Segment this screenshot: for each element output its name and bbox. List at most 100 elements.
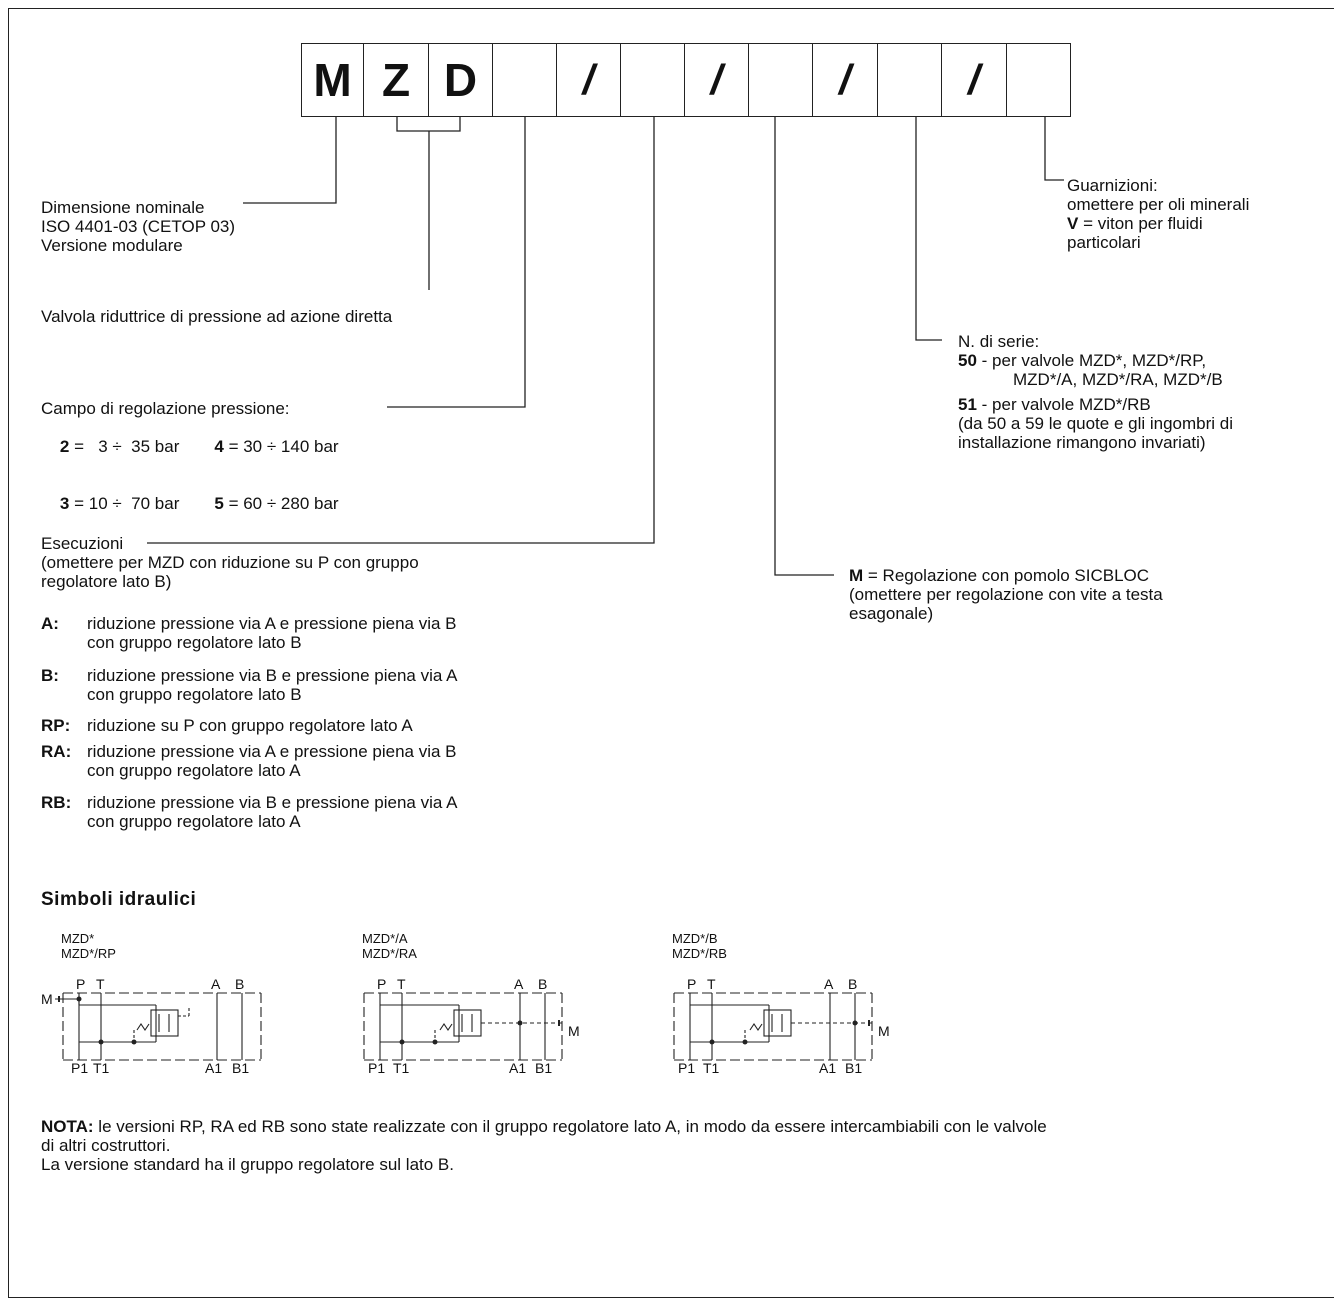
execution-code: RP — [41, 716, 65, 735]
port-label: P1 — [678, 1060, 696, 1076]
note-label: NOTA: — [41, 1117, 94, 1136]
code-box-9: / — [812, 43, 878, 117]
code-box-6 — [620, 43, 685, 117]
port-label: B1 — [845, 1060, 863, 1076]
executions-note2: regolatore lato B) — [41, 572, 172, 591]
code-box-7: / — [684, 43, 749, 117]
execution-desc: con gruppo regolatore lato B — [87, 685, 302, 704]
range-value: = 3 ÷ 35 bar — [69, 437, 180, 456]
port-label: A1 — [205, 1060, 223, 1076]
seals-block: Guarnizioni: omettere per oli minerali V… — [1067, 176, 1249, 252]
valve-schematic — [363, 992, 563, 1061]
port-label: A1 — [509, 1060, 527, 1076]
execution-code: RA — [41, 742, 66, 761]
seals-title: Guarnizioni: — [1067, 176, 1158, 195]
hydraulic-diagram-2: MZD*/A MZD*/RA P T A B P1 T1 A1 B1 M — [342, 930, 602, 1080]
port-label: T1 — [93, 1060, 110, 1076]
port-label: T — [96, 976, 105, 992]
executions-header: Esecuzioni (omettere per MZD con riduzio… — [41, 534, 419, 591]
range-value: = 10 ÷ 70 bar — [69, 494, 180, 513]
execution-item: RP: riduzione su P con gruppo regolatore … — [41, 716, 413, 735]
port-label: T — [397, 976, 406, 992]
note-line2: di altri costruttori. — [41, 1136, 171, 1155]
execution-item: A:riduzione pressione via A e pressione … — [41, 614, 457, 652]
series-50-desc: - per valvole MZD*, MZD*/RP, — [976, 351, 1207, 370]
note-block: NOTA: le versioni RP, RA ed RB sono stat… — [41, 1117, 1047, 1174]
range-value: = 30 ÷ 140 bar — [223, 437, 339, 456]
series-51-line3: installazione rimangono invariati) — [958, 433, 1206, 452]
execution-code-suffix: : — [53, 666, 59, 685]
series-51-desc: - per valvole MZD*/RB — [976, 395, 1151, 414]
code-box-1: M — [301, 43, 364, 117]
series-block: N. di serie: 50 - per valvole MZD*, MZD*… — [958, 332, 1233, 452]
execution-code-suffix: : — [65, 742, 72, 761]
execution-item: RB:riduzione pressione via B e pressione… — [41, 793, 457, 831]
diagram-label: MZD*/B — [672, 931, 718, 946]
series-51-code: 51 — [958, 395, 977, 414]
note-line1: NOTA: le versioni RP, RA ed RB sono stat… — [41, 1117, 1047, 1136]
code-box-2: Z — [363, 43, 429, 117]
range-code: 2 — [59, 437, 70, 456]
execution-desc: riduzione pressione via B e pressione pi… — [87, 666, 458, 685]
range-code: 4 — [214, 437, 224, 456]
adjustment-line3: esagonale) — [849, 604, 934, 623]
execution-code: RB — [41, 793, 66, 812]
gauge-label: M — [568, 1023, 580, 1039]
range-code: 3 — [59, 494, 70, 513]
diagram-label: MZD* — [61, 931, 95, 946]
port-label: P1 — [71, 1060, 89, 1076]
code-box-10 — [877, 43, 942, 117]
execution-code: A — [41, 614, 54, 633]
port-label: A — [514, 976, 524, 992]
execution-code-suffix: : — [64, 716, 71, 735]
execution-desc: con gruppo regolatore lato A — [87, 761, 301, 780]
port-label: P — [377, 976, 387, 992]
range-code: 5 — [214, 494, 224, 513]
pressure-range-title: Campo di regolazione pressione: — [41, 399, 290, 418]
adjustment-block: M = Regolazione con pomolo SICBLOC (omet… — [849, 566, 1163, 623]
range-value: = 60 ÷ 280 bar — [223, 494, 339, 513]
diagram-label: MZD*/RP — [61, 946, 116, 961]
code-box-8 — [748, 43, 813, 117]
gauge-label: M — [41, 991, 53, 1007]
diagram-label: MZD*/RA — [362, 946, 417, 961]
port-label: T — [707, 976, 716, 992]
port-label: P — [76, 976, 86, 992]
execution-item: RA: riduzione pressione via A e pressione… — [41, 742, 457, 780]
port-label: B — [235, 976, 245, 992]
gauge-label: M — [878, 1023, 890, 1039]
execution-desc: riduzione pressione via A e pressione pi… — [87, 742, 457, 761]
seals-line1: omettere per oli minerali — [1067, 195, 1250, 214]
note-line3: La versione standard ha il gruppo regola… — [41, 1155, 454, 1174]
execution-code: B — [41, 666, 54, 685]
seals-v-code: V — [1067, 214, 1079, 233]
nominal-size-block: Dimensione nominale ISO 4401-03 (CETOP 0… — [41, 198, 235, 255]
series-title: N. di serie: — [958, 332, 1040, 351]
port-label: B — [538, 976, 548, 992]
series-51-line1: 51 - per valvole MZD*/RB — [958, 395, 1233, 414]
hydraulic-diagram-3: MZD*/B MZD*/RB P T A B P1 T1 A1 B1 M — [652, 930, 912, 1080]
port-label: B1 — [535, 1060, 553, 1076]
execution-code-suffix: : — [53, 614, 59, 633]
seals-v-desc: = viton per fluidi — [1078, 214, 1203, 233]
diagram-label: MZD*/A — [362, 931, 408, 946]
adjustment-line1: M = Regolazione con pomolo SICBLOC — [849, 566, 1163, 585]
execution-desc: riduzione su P con gruppo regolatore lat… — [87, 716, 413, 735]
port-label: B1 — [232, 1060, 250, 1076]
code-box-3: D — [428, 43, 493, 117]
nominal-size-line3: Versione modulare — [41, 236, 183, 255]
pressure-range-row: 3 = 10 ÷ 70 bar 5 = 60 ÷ 280 bar — [41, 475, 339, 532]
hydraulic-diagram-1: MZD* MZD*/RP P T A B P1 T1 A1 B1 M — [41, 930, 281, 1080]
nominal-size-line2: ISO 4401-03 (CETOP 03) — [41, 217, 236, 236]
code-box-5: / — [556, 43, 621, 117]
series-50-line2: MZD*/A, MZD*/RA, MZD*/B — [1013, 370, 1223, 389]
execution-code-suffix: : — [65, 793, 72, 812]
executions-title: Esecuzioni — [41, 534, 124, 553]
valve-type-label: Valvola riduttrice di pressione ad azion… — [41, 307, 393, 326]
seals-v-desc2: particolari — [1067, 233, 1141, 252]
nominal-size-line1: Dimensione nominale — [41, 198, 205, 217]
port-label: A — [211, 976, 221, 992]
adjustment-line2: (omettere per regolazione con vite a tes… — [849, 585, 1163, 604]
port-label: T1 — [703, 1060, 720, 1076]
